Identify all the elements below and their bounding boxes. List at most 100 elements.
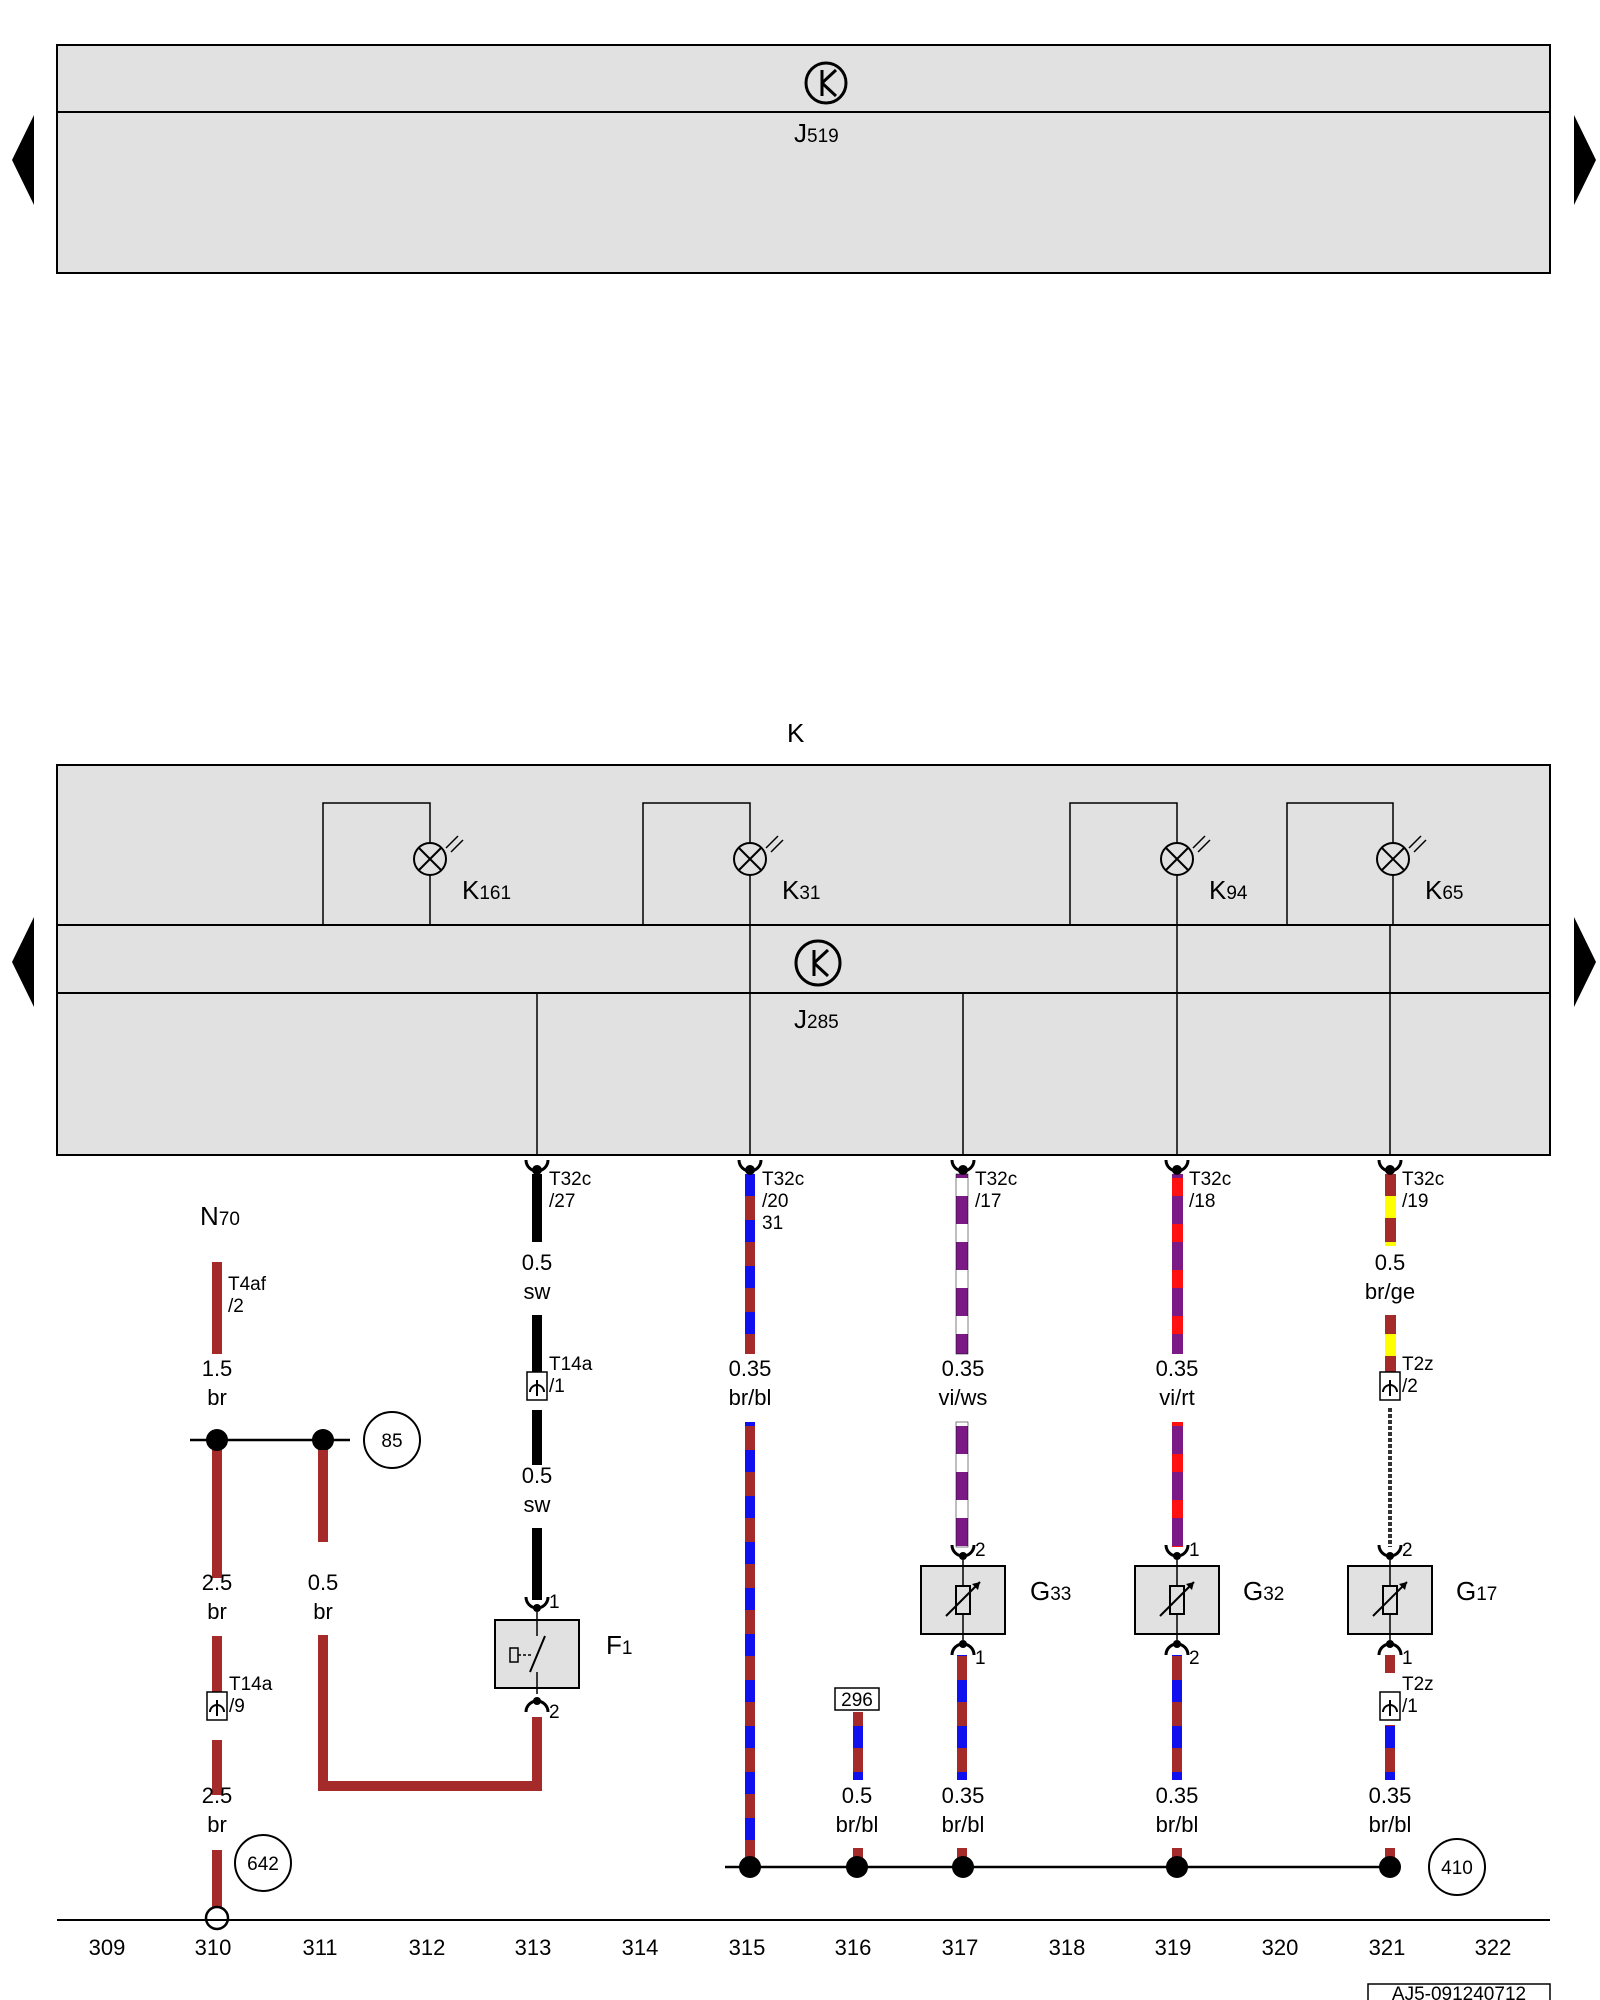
grid-number: 320 — [1262, 1935, 1299, 1960]
grid-numbers: 309 310 311 312 313 314 315 316 317 318 … — [89, 1935, 1512, 1960]
wire-label-size: 0.35 — [1369, 1783, 1412, 1808]
j519-label: J519 — [794, 118, 839, 148]
transistor-icon — [804, 61, 848, 105]
ground-point — [204, 1905, 230, 1931]
footer-code: AJ5-091240712 — [1367, 1983, 1551, 2000]
grid-number: 316 — [835, 1935, 872, 1960]
j285-label: J285 — [794, 1004, 839, 1034]
reference-410: 410 — [1428, 1838, 1486, 1896]
wire-label-color: br — [313, 1599, 333, 1624]
wire-label-size: 0.5 — [522, 1463, 553, 1488]
wire-317-a — [955, 1173, 969, 1355]
connector-t2z-2: T2z/2 — [1379, 1354, 1434, 1401]
splice-node — [952, 1856, 974, 1878]
pin-label-t32c-17: T32c/17 — [975, 1169, 1017, 1212]
wire-label-size: 0.5 — [522, 1250, 553, 1275]
pin-dots — [532, 1165, 1395, 1175]
warning-lamp-icon — [733, 835, 784, 876]
wire-label-size: 0.35 — [1156, 1783, 1199, 1808]
connector-t14a-1: T14a/1 — [526, 1354, 593, 1401]
continue-right-arrow-icon-2 — [1574, 917, 1596, 1007]
g32-pin-bottom: 2 — [1189, 1648, 1200, 1669]
wire-label-color: vi/ws — [939, 1385, 988, 1410]
svg-text:642: 642 — [247, 1854, 279, 1875]
wire-321-d — [1385, 1655, 1395, 1673]
k161-label: K161 — [462, 875, 511, 905]
wire-label-size: 0.35 — [942, 1783, 985, 1808]
splice-node — [312, 1429, 334, 1451]
wire-label-size: 0.5 — [308, 1570, 339, 1595]
wire-317-b — [955, 1421, 969, 1548]
splice-node — [846, 1856, 868, 1878]
wire-n70-mid — [212, 1636, 222, 1795]
warning-lamp-icon — [1160, 835, 1211, 876]
wire-label-color: sw — [524, 1492, 551, 1517]
svg-text:410: 410 — [1441, 1858, 1473, 1879]
lamp-k161: K161 — [322, 802, 511, 925]
splice-node — [739, 1856, 761, 1878]
lamp-k94: K94 — [1069, 802, 1248, 925]
continue-left-arrow-icon-2 — [12, 917, 34, 1007]
wire-label-color: br/bl — [1156, 1812, 1199, 1837]
grid-number: 309 — [89, 1935, 126, 1960]
g33-label: G33 — [1030, 1576, 1071, 1606]
pin-label-t32c-27: T32c/27 — [549, 1169, 591, 1212]
svg-text:T2z/2: T2z/2 — [1402, 1354, 1434, 1397]
grid-number: 311 — [302, 1935, 337, 1960]
g33-pin-top: 2 — [975, 1540, 986, 1561]
wire-321-a — [1385, 1174, 1396, 1246]
cluster-title: K — [787, 718, 805, 748]
wire-label-color: br/bl — [729, 1385, 772, 1410]
cluster-panel — [56, 764, 1551, 1156]
continue-right-arrow-icon — [1574, 115, 1596, 205]
wire-label-size: 0.35 — [1156, 1356, 1199, 1381]
lamp-k31: K31 — [642, 802, 820, 925]
wire-label-size: 2.5 — [202, 1570, 233, 1595]
warning-lamp-icon — [413, 835, 464, 876]
connector-t2z-1: T2z/1 — [1379, 1674, 1434, 1721]
grid-number: 318 — [1049, 1935, 1086, 1960]
g32-label: G32 — [1243, 1576, 1284, 1606]
grid-number: 312 — [409, 1935, 446, 1960]
svg-text:T14a/1: T14a/1 — [549, 1354, 593, 1397]
sensor-g17: 2 1 G17 — [1347, 1540, 1497, 1669]
pin-label-t32c-18: T32c/18 — [1189, 1169, 1231, 1212]
g17-pin-bottom: 1 — [1402, 1648, 1413, 1669]
f1-pin-top: 1 — [549, 1592, 560, 1613]
wire-319-a — [1172, 1174, 1183, 1354]
grid-number: 315 — [729, 1935, 766, 1960]
wire-319-b — [1172, 1422, 1183, 1547]
wire-label-color: br — [207, 1385, 227, 1410]
splice-node — [206, 1429, 228, 1451]
wire-label-size: 0.5 — [842, 1783, 873, 1808]
f1-label: F1 — [606, 1630, 632, 1660]
warning-lamp-icon — [1376, 835, 1427, 876]
wire-label-size: 1.5 — [202, 1356, 233, 1381]
grid-number: 310 — [195, 1935, 232, 1960]
wire-label-color: br — [207, 1812, 227, 1837]
continue-left-arrow-icon — [12, 115, 34, 205]
wire-315-a — [745, 1174, 755, 1354]
module-j519: J519 — [56, 44, 1551, 274]
grid-number: 322 — [1475, 1935, 1512, 1960]
wire-313-sw — [532, 1174, 542, 1600]
grid-number: 321 — [1369, 1935, 1406, 1960]
wire-321-b — [1385, 1315, 1396, 1381]
wire-label-color: br — [207, 1599, 227, 1624]
reference-296: 296 — [834, 1687, 880, 1711]
f1-pin-bottom: 2 — [549, 1702, 560, 1723]
wire-311-to-f1 — [318, 1450, 542, 1791]
grid-number: 319 — [1155, 1935, 1192, 1960]
wire-label-color: sw — [524, 1279, 551, 1304]
wire-316 — [853, 1712, 863, 1780]
splice-node — [1379, 1856, 1401, 1878]
lamp-k65: K65 — [1286, 802, 1463, 925]
wire-label-size: 0.35 — [729, 1356, 772, 1381]
grid-number: 317 — [942, 1935, 979, 1960]
k94-label: K94 — [1209, 875, 1248, 905]
wire-label-color: br/bl — [1369, 1812, 1412, 1837]
splice-node — [1166, 1856, 1188, 1878]
svg-text:85: 85 — [381, 1431, 402, 1452]
